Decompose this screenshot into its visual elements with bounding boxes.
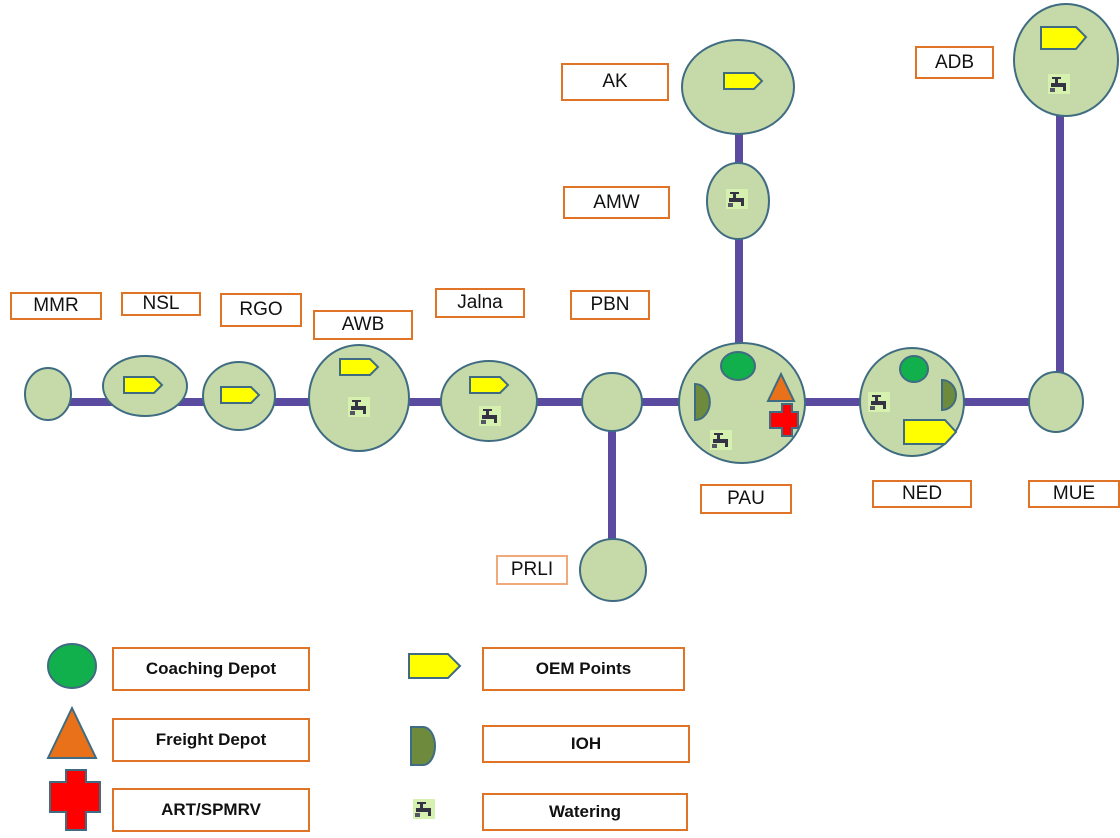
oem-points-icon <box>339 358 379 376</box>
station-node-adb <box>1013 3 1119 117</box>
oem-points-icon <box>1040 26 1088 50</box>
legend-label-ioh: IOH <box>482 725 690 763</box>
water-tap-icon <box>726 189 748 209</box>
freight-depot-icon <box>766 371 796 402</box>
coaching-depot-icon <box>899 355 929 383</box>
water-tap-icon <box>348 397 370 417</box>
station-label-rgo: RGO <box>220 293 302 327</box>
station-label-mmr: MMR <box>10 292 102 320</box>
station-node-awb <box>308 344 410 452</box>
station-label-pau: PAU <box>700 484 792 514</box>
station-label-mue: MUE <box>1028 480 1120 508</box>
station-node-pbn <box>581 372 643 432</box>
station-label-amw: AMW <box>563 186 670 219</box>
legend-ioh-icon <box>410 726 436 766</box>
legend-freight-depot-icon <box>46 705 98 759</box>
water-tap-icon <box>479 406 501 426</box>
station-node-nsl <box>102 355 188 417</box>
oem-points-icon <box>469 376 509 394</box>
station-label-awb: AWB <box>313 310 413 340</box>
station-label-ak: AK <box>561 63 669 101</box>
station-node-amw <box>706 162 770 240</box>
water-tap-icon <box>710 430 732 450</box>
station-node-prli <box>579 538 647 602</box>
legend-label-watering: Watering <box>482 793 688 831</box>
legend-water-tap-icon <box>413 799 435 819</box>
station-label-jalna: Jalna <box>435 288 525 318</box>
legend-label-art-spmrv: ART/SPMRV <box>112 788 310 832</box>
oem-points-icon <box>123 376 163 394</box>
oem-points-icon <box>220 386 260 404</box>
station-label-adb: ADB <box>915 46 994 79</box>
station-node-ak <box>681 39 795 135</box>
legend-coaching-depot-icon <box>47 643 97 689</box>
station-node-rgo <box>202 361 276 431</box>
station-label-nsl: NSL <box>121 292 201 316</box>
station-node-ned <box>859 347 965 457</box>
legend-label-freight-depot: Freight Depot <box>112 718 310 762</box>
oem-points-icon <box>723 72 763 90</box>
legend-label-oem-points: OEM Points <box>482 647 685 691</box>
water-tap-icon <box>868 392 890 412</box>
ioh-icon <box>941 378 957 412</box>
legend-label-coaching-depot: Coaching Depot <box>112 647 310 691</box>
station-label-ned: NED <box>872 480 972 508</box>
station-node-jalna <box>440 360 538 442</box>
art-spmrv-icon <box>769 403 799 437</box>
legend-art-spmrv-icon <box>49 769 101 831</box>
legend-oem-points-icon <box>408 653 462 679</box>
station-label-prli: PRLI <box>496 555 568 585</box>
station-label-pbn: PBN <box>570 290 650 320</box>
station-node-mmr <box>24 367 72 421</box>
station-node-mue <box>1028 371 1084 433</box>
oem-points-icon <box>903 419 958 445</box>
ioh-icon <box>694 382 711 422</box>
coaching-depot-icon <box>720 351 756 381</box>
water-tap-icon <box>1048 74 1070 94</box>
station-node-pau <box>678 342 806 464</box>
